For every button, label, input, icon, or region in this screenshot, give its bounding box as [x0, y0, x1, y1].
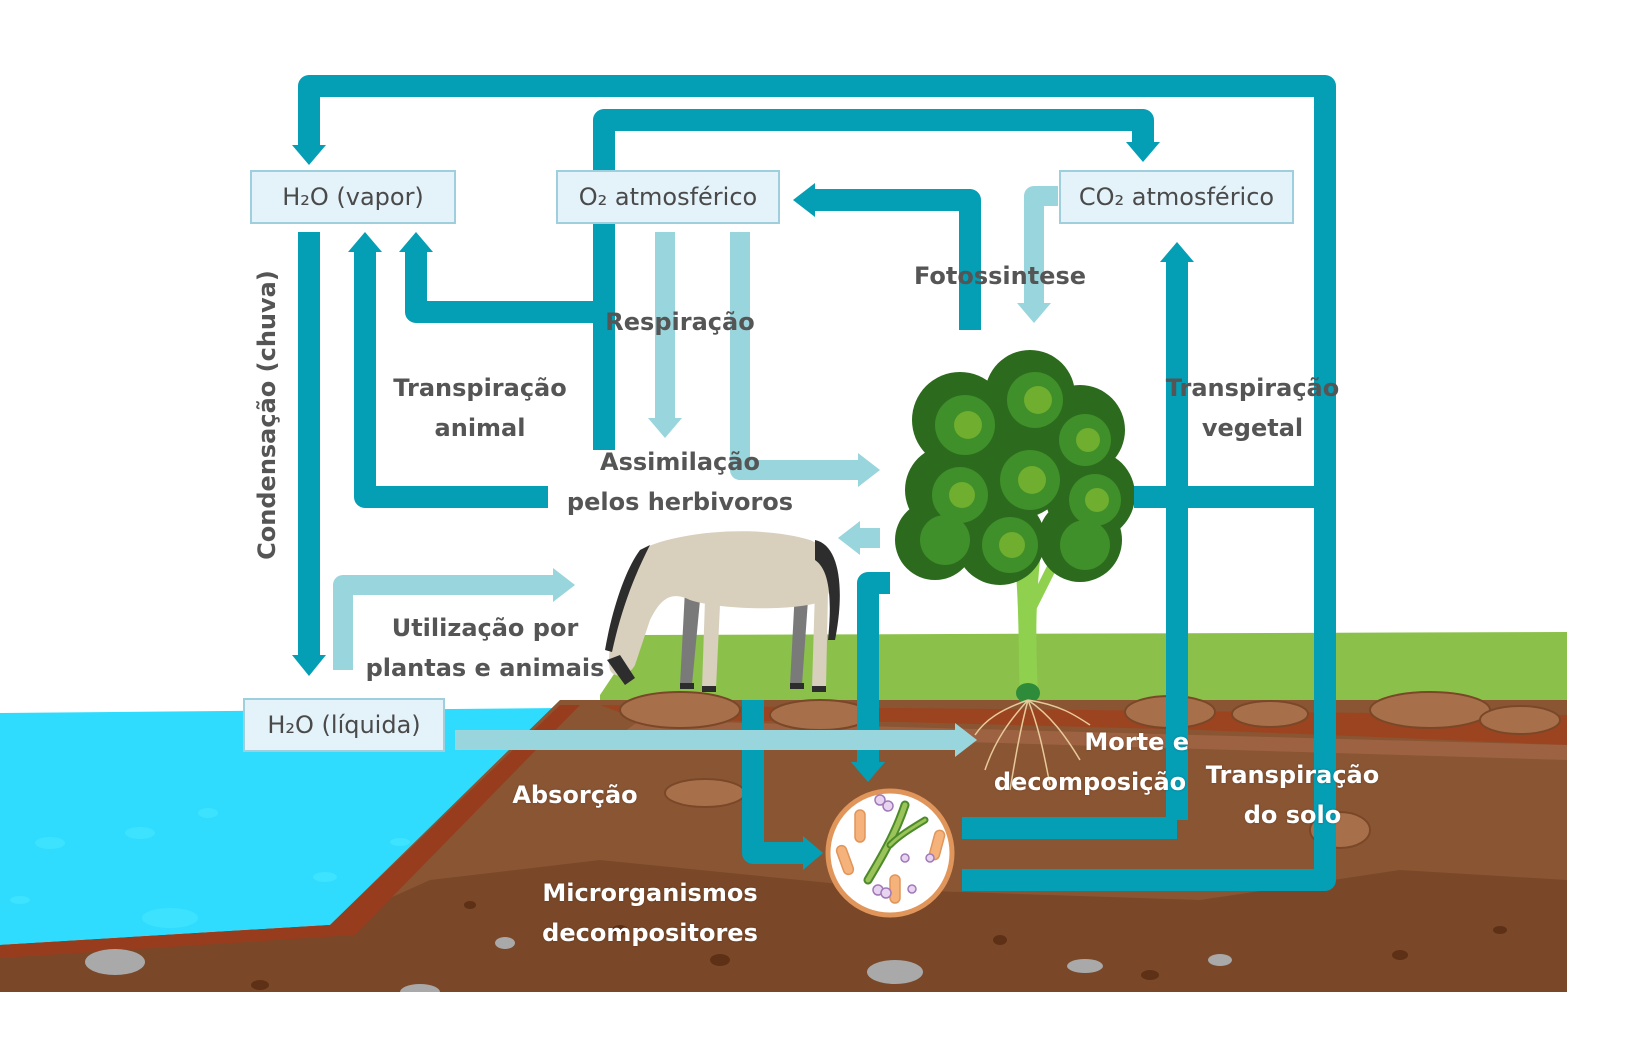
arrow-co2-to-tree — [1024, 186, 1058, 305]
label-condensacao: Condensação (chuva) — [253, 270, 281, 560]
tree — [895, 350, 1135, 791]
lake — [0, 708, 560, 945]
light-arrowheads — [553, 303, 1051, 757]
label-utilizacao-line1: Utilização por — [391, 614, 579, 642]
label-microrganismos: Microrganismos decompositores — [520, 873, 780, 953]
label-morte-decomposicao: Morte e decomposição — [985, 722, 1195, 802]
dark-arrowheads — [292, 142, 1194, 870]
node-h2o-liquida: H₂O (líquida) — [243, 698, 445, 752]
label-respiracao: Respiração — [605, 308, 755, 336]
label-transpiracao-vegetal-line2: vegetal — [1201, 414, 1304, 442]
node-co2-atmosferico: CO₂ atmosférico — [1059, 170, 1294, 224]
label-utilizacao-line2: plantas e animais — [365, 654, 605, 682]
arrow-utilization — [333, 575, 555, 670]
label-transpiracao-solo-line2: do solo — [1243, 801, 1342, 829]
horse — [605, 531, 840, 692]
label-transpiracao-vegetal: Transpiração vegetal — [1150, 368, 1355, 448]
label-morte-line2: decomposição — [993, 768, 1187, 796]
dark-arrows — [298, 75, 1336, 891]
label-absorcao: Absorção — [512, 781, 638, 809]
label-transpiracao-animal-line2: animal — [434, 414, 526, 442]
microorganisms-circle — [825, 788, 955, 918]
label-micro-line2: decompositores — [542, 919, 758, 947]
label-assimilacao: Assimilação pelos herbivoros — [555, 442, 805, 522]
label-transpiracao-vegetal-line1: Transpiração — [1165, 374, 1340, 402]
light-arrows — [333, 186, 1058, 750]
node-h2o-vapor: H₂O (vapor) — [250, 170, 456, 224]
label-transpiracao-animal-line1: Transpiração — [393, 374, 567, 402]
arrow-horse-to-microbes — [742, 700, 805, 864]
arrow-respiration-to-co2 — [593, 109, 1154, 450]
label-assimilacao-line1: Assimilação — [600, 448, 760, 476]
arrow-respiration-to-vapor — [405, 250, 604, 323]
node-o2-atmosferico: O₂ atmosférico — [556, 170, 780, 224]
arrow-o2-to-tree — [730, 232, 860, 480]
label-transpiracao-solo-line1: Transpiração — [1205, 761, 1380, 789]
label-fotossintese: Fotossintese — [913, 262, 1087, 290]
label-morte-line1: Morte e — [1084, 728, 1189, 756]
arrow-soil-to-vapor-loop — [298, 75, 1336, 891]
label-utilizacao: Utilização por plantas e animais — [355, 608, 615, 688]
label-transpiracao-solo: Transpiração do solo — [1195, 755, 1390, 835]
label-micro-line1: Microrganismos — [542, 879, 758, 907]
arrow-transpiration-animal — [354, 250, 548, 508]
label-assimilacao-line2: pelos herbivoros — [566, 488, 794, 516]
arrow-photosynthesis-o2 — [815, 189, 981, 330]
cycle-diagram — [0, 75, 1567, 992]
arrow-tree-to-microbes — [857, 572, 890, 765]
label-transpiracao-animal: Transpiração animal — [380, 368, 580, 448]
